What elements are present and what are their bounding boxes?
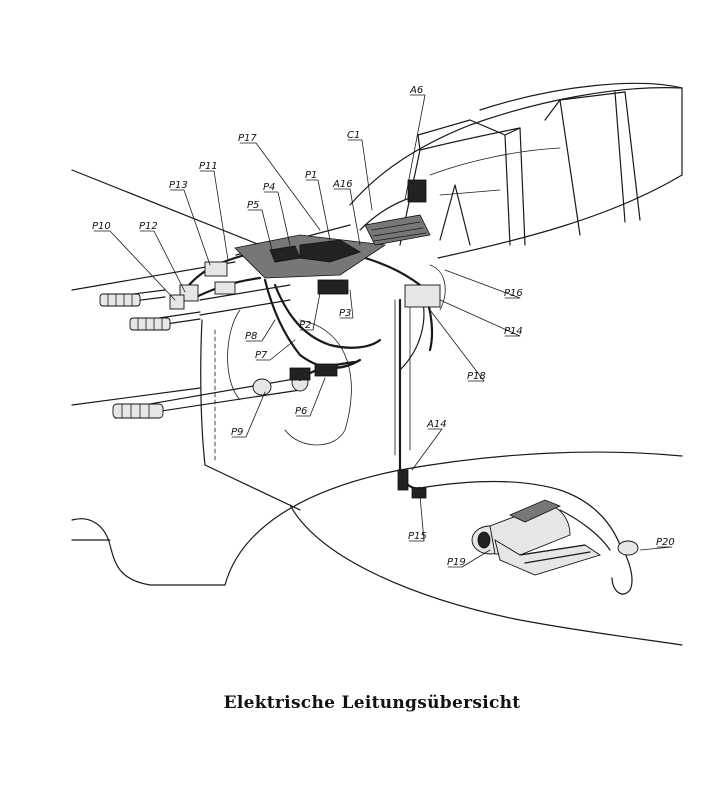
upper-gun-barrels	[99, 284, 291, 331]
label-P4: P4	[263, 182, 275, 193]
label-P1: P1	[305, 170, 317, 181]
label-P13: P13	[169, 180, 188, 191]
label-P14: P14	[504, 326, 523, 337]
junction-boxes	[169, 179, 441, 499]
label-A16: A16	[332, 179, 353, 190]
label-P18: P18	[467, 371, 486, 382]
label-P11: P11	[199, 161, 218, 172]
fuselage-outline	[71, 82, 683, 586]
label-P15: P15	[408, 531, 427, 542]
canopy	[349, 87, 683, 246]
leader-lines	[93, 94, 673, 568]
diagram-caption: Elektrische Leitungsübersicht	[224, 693, 521, 713]
label-P9: P9	[231, 427, 243, 438]
label-P12: P12	[139, 221, 158, 232]
label-C1: C1	[347, 130, 360, 141]
gun-bay-panel	[214, 309, 352, 461]
label-P17: P17	[238, 133, 257, 144]
motor-unit	[471, 499, 639, 576]
label-P8: P8	[245, 331, 257, 342]
label-A14: A14	[426, 419, 447, 430]
label-P16: P16	[504, 288, 523, 299]
label-P7: P7	[255, 350, 268, 361]
wing-outline	[224, 451, 683, 646]
label-P2: P2	[299, 320, 311, 331]
label-P20: P20	[656, 537, 675, 548]
component-labels: A6 C1 P17 P1 A16 P11 P4 P13 P5 P10 P12 P…	[92, 85, 675, 568]
label-P3: P3	[339, 308, 351, 319]
label-P10: P10	[92, 221, 111, 232]
label-P6: P6	[295, 406, 307, 417]
label-P19: P19	[447, 557, 466, 568]
label-A6: A6	[409, 85, 423, 96]
label-P5: P5	[247, 200, 259, 211]
